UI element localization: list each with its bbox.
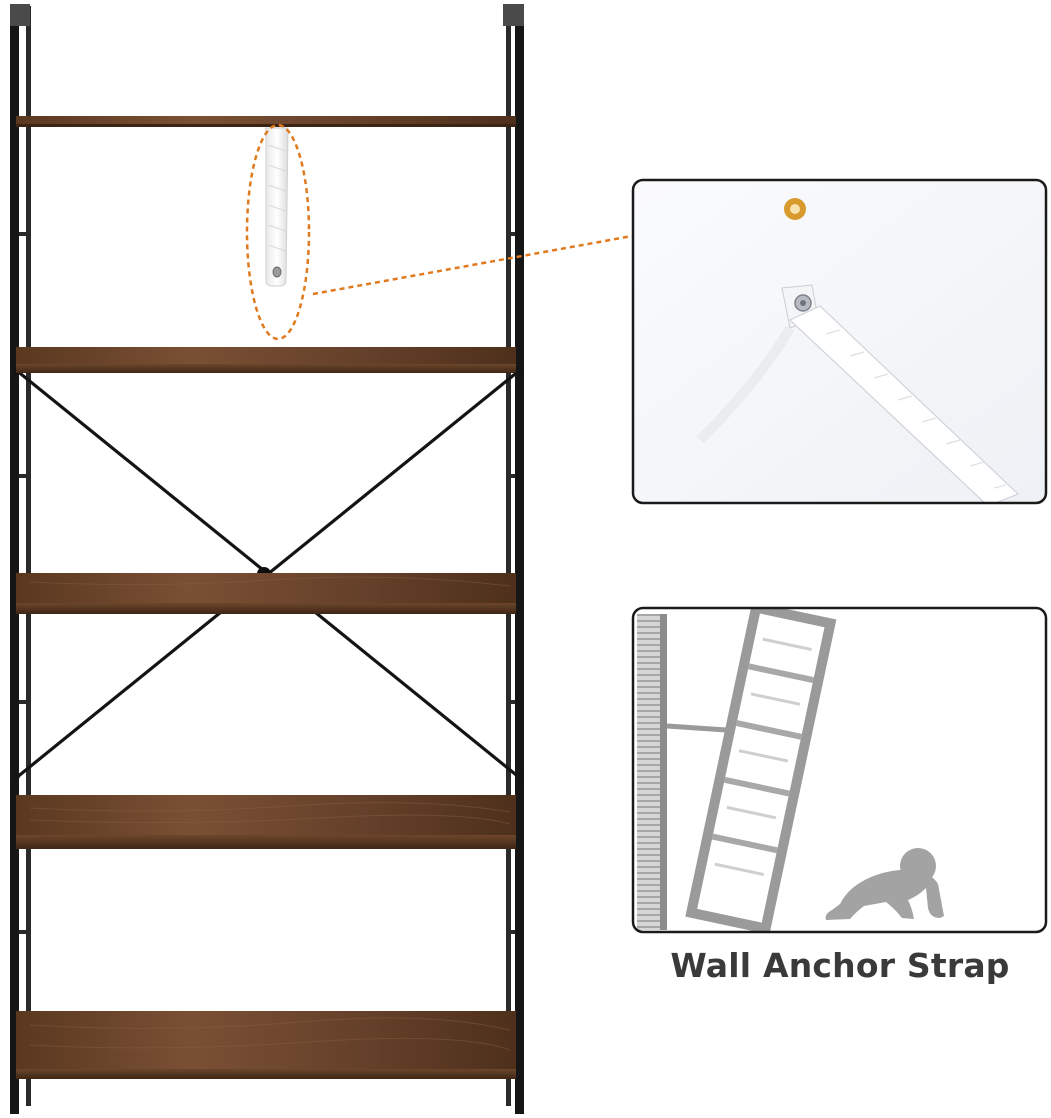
highlight-ellipse — [245, 123, 311, 341]
wood-grain — [29, 576, 511, 1051]
front-post-right — [515, 4, 524, 1114]
shelf-2 — [16, 347, 516, 373]
caption-wall-anchor-strap: Wall Anchor Strap — [670, 945, 1010, 985]
mounted-strap — [265, 127, 289, 287]
shelf-5 — [16, 1011, 516, 1079]
front-post-left — [10, 4, 19, 1114]
strap-detail-photo — [631, 178, 1048, 505]
leaning-shelf — [685, 608, 837, 932]
rear-post-left — [26, 6, 31, 1106]
rear-post-right — [506, 6, 511, 1106]
shelf-4 — [16, 795, 516, 849]
tip-over-illustration — [631, 606, 1048, 934]
side-rungs-left — [14, 232, 28, 934]
baby-silhouette — [825, 848, 944, 920]
shelf-1 — [16, 116, 516, 127]
shelf-3 — [16, 573, 516, 614]
post-cap-right — [503, 4, 524, 26]
callout-leader-line — [312, 234, 633, 296]
bookshelf — [10, 4, 524, 1114]
post-cap-left — [10, 4, 30, 26]
strap-eyelet — [272, 266, 282, 278]
